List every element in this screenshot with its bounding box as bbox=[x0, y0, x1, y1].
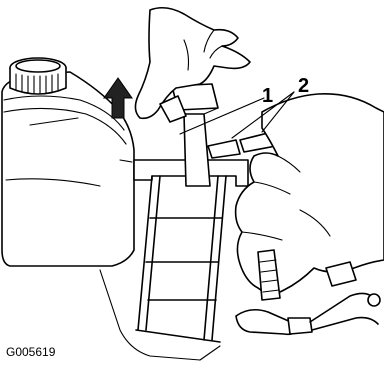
callout-1: 1 bbox=[262, 85, 273, 107]
tank-cap bbox=[10, 58, 66, 94]
lower-hand bbox=[236, 94, 384, 294]
callout-2: 2 bbox=[298, 75, 309, 97]
figure-id-label: G005619 bbox=[6, 345, 56, 359]
